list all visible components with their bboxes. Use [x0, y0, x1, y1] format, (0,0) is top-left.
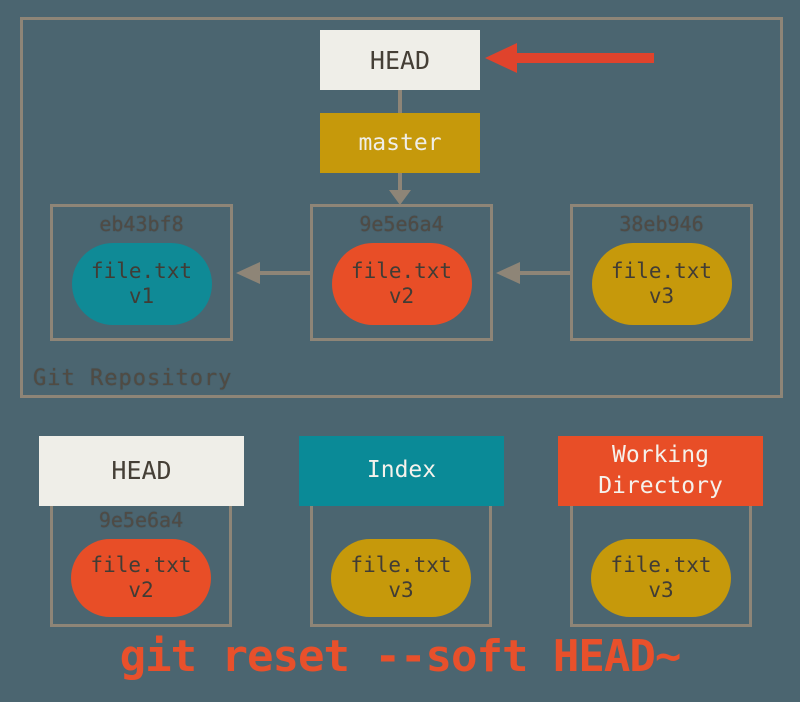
file-name: file.txt [90, 258, 193, 283]
head-ref-box: HEAD [320, 30, 480, 90]
file-version: v3 [388, 578, 414, 602]
commit-hash: eb43bf8 [99, 212, 184, 236]
head-state-title: HEAD [111, 456, 172, 486]
file-version: v3 [648, 578, 674, 602]
master-branch-box: master [320, 113, 480, 173]
head-ref-label: HEAD [369, 45, 431, 75]
arrow-shaft [259, 271, 310, 275]
command-caption: git reset --soft HEAD~ [119, 631, 682, 682]
head-state-header: HEAD [39, 436, 244, 506]
file-name: file.txt [350, 258, 453, 283]
file-snapshot-pill: file.txt v3 [331, 539, 471, 617]
commit-box-9e5e6a4: 9e5e6a4 file.txt v2 [310, 204, 493, 341]
file-name: file.txt [90, 552, 192, 577]
down-arrowhead-icon [389, 190, 411, 205]
file-name: file.txt [350, 552, 452, 577]
commit-hash: 9e5e6a4 [359, 212, 444, 236]
file-snapshot-pill: file.txt v3 [591, 243, 732, 325]
state-commit-hash: 9e5e6a4 [98, 508, 184, 532]
arrow-shaft [519, 271, 570, 275]
left-arrowhead-icon [496, 262, 520, 284]
file-name: file.txt [610, 552, 712, 577]
working-directory-state-header: Working Directory [558, 436, 763, 506]
file-snapshot-pill: file.txt v1 [71, 243, 212, 325]
red-arrowhead-icon [485, 43, 517, 73]
left-arrowhead-icon [236, 262, 260, 284]
file-snapshot-pill: file.txt v2 [331, 243, 472, 325]
file-version: v1 [128, 284, 155, 308]
commit-box-38eb946: 38eb946 file.txt v3 [570, 204, 753, 341]
working-directory-state-box: file.txt v3 [570, 500, 752, 627]
file-version: v3 [648, 284, 675, 308]
working-directory-state-title: Working Directory [598, 441, 723, 499]
file-snapshot-pill: file.txt v3 [591, 539, 731, 617]
file-snapshot-pill: file.txt v2 [71, 539, 211, 617]
red-arrow-shaft [516, 53, 654, 63]
file-name: file.txt [610, 258, 713, 283]
index-state-box: file.txt v3 [310, 500, 492, 627]
index-state-header: Index [299, 436, 504, 506]
file-version: v2 [128, 578, 154, 602]
head-master-connector [398, 90, 402, 113]
master-commit-connector [398, 173, 402, 192]
commit-hash: 38eb946 [619, 212, 704, 236]
commit-box-eb43bf8: eb43bf8 file.txt v1 [50, 204, 233, 341]
index-state-title: Index [366, 457, 437, 484]
head-state-box: 9e5e6a4 file.txt v2 [50, 500, 232, 627]
git-repository-label: Git Repository [33, 366, 233, 391]
master-branch-label: master [358, 130, 442, 156]
git-repository-box: Git Repository [20, 17, 783, 398]
file-version: v2 [388, 284, 415, 308]
